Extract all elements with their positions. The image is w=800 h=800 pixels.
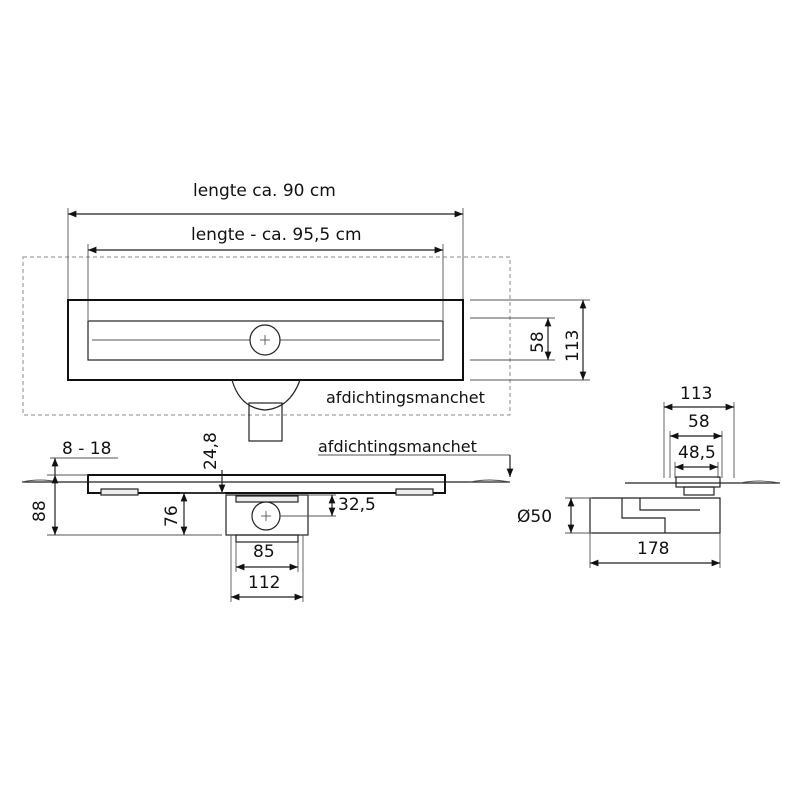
label-offset-32-5: 32,5 xyxy=(338,495,376,515)
top-view: lengte ca. 90 cm lengte - ca. 95,5 cm 58… xyxy=(22,181,590,442)
end-channel-top xyxy=(675,476,721,488)
channel-grate xyxy=(87,320,444,361)
label-sealing-side: afdichtingsmanchet xyxy=(318,437,477,456)
drain-funnel xyxy=(231,379,301,411)
label-sealing-top: afdichtingsmanchet xyxy=(326,388,485,407)
label-width-112: 112 xyxy=(248,573,280,593)
channel-body xyxy=(67,299,464,381)
sealing-sleeve-outline xyxy=(22,256,511,416)
label-length-178: 178 xyxy=(637,539,669,559)
label-width-58: 58 xyxy=(528,331,548,353)
label-width-85: 85 xyxy=(253,542,275,562)
side-channel-plate xyxy=(87,474,446,494)
label-length-outer: lengte ca. 90 cm xyxy=(193,181,336,201)
label-height-76: 76 xyxy=(162,505,182,527)
label-range-8-18: 8 - 18 xyxy=(62,439,111,459)
label-height-24-8: 24,8 xyxy=(201,432,221,470)
label-height-88: 88 xyxy=(30,500,50,522)
end-view: 113 58 48,5 Ø50 178 xyxy=(517,384,781,568)
drain-pipe-stub xyxy=(248,402,283,442)
label-length-inner: lengte - ca. 95,5 cm xyxy=(191,225,362,245)
end-drain-body xyxy=(589,497,721,534)
label-end-113: 113 xyxy=(680,384,712,404)
label-diameter-50: Ø50 xyxy=(517,507,552,527)
label-end-48-5: 48,5 xyxy=(678,443,716,463)
side-view: afdichtingsmanchet 8 - 18 88 24,8 76 32,… xyxy=(21,432,514,602)
label-end-58: 58 xyxy=(688,412,710,432)
label-width-113: 113 xyxy=(563,330,583,362)
